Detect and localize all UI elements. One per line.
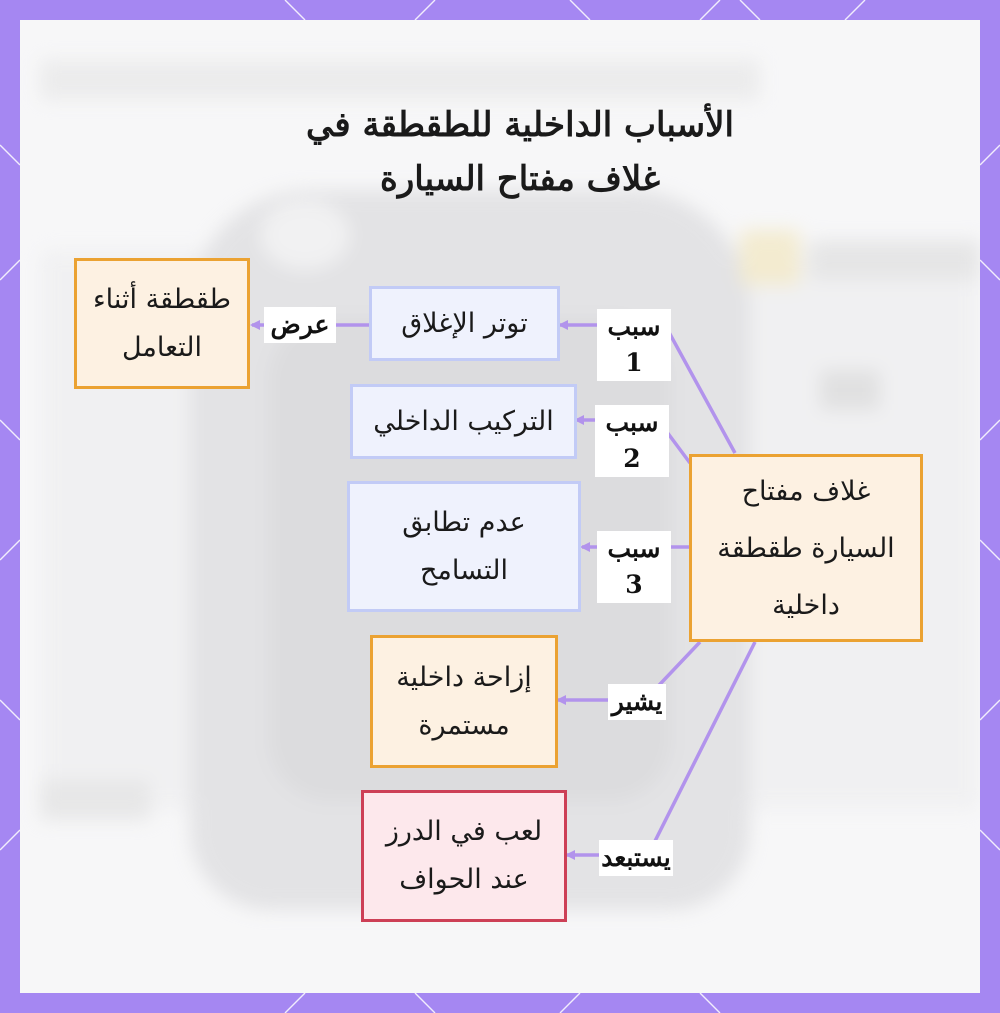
bg-shape xyxy=(740,230,800,285)
node-label: توتر الإغلاق xyxy=(401,307,528,339)
node-rattle-handling: طقطقة أثناء التعامل xyxy=(74,258,250,389)
edge-label-excludes: يستبعد xyxy=(599,840,673,876)
node-label: إزاحة داخلية مستمرة xyxy=(396,661,532,741)
bg-shape xyxy=(260,200,350,270)
node-continuous-shift: إزاحة داخلية مستمرة xyxy=(370,635,558,768)
bg-shape xyxy=(40,780,150,820)
node-label: لعب في الدرز عند الحواف xyxy=(385,816,543,895)
node-center-rattle: غلاف مفتاح السيارة طقطقة داخلية xyxy=(689,454,923,642)
edge-label-cause1: سبب 1 xyxy=(597,309,671,381)
node-label: طقطقة أثناء التعامل xyxy=(92,283,232,363)
node-label: غلاف مفتاح السيارة طقطقة داخلية xyxy=(717,475,895,621)
node-tolerance-mismatch: عدم تطابق التسامح xyxy=(347,481,581,612)
node-label: التركيب الداخلي xyxy=(373,405,554,437)
edge-label-indicates: يشير xyxy=(608,684,666,720)
diagram-title: الأسباب الداخلية للطقطقة في غلاف مفتاح ا… xyxy=(306,105,734,199)
edge-label-shows: عرض xyxy=(264,307,336,343)
bg-shape xyxy=(40,60,760,100)
bg-shape xyxy=(820,370,880,410)
node-closure-tension: توتر الإغلاق xyxy=(369,286,560,361)
diagram-canvas: الأسباب الداخلية للطقطقة في غلاف مفتاح ا… xyxy=(20,20,980,993)
node-drawer-play: لعب في الدرز عند الحواف xyxy=(361,790,567,922)
edge-label-cause2: سبب 2 xyxy=(595,405,669,477)
node-label: عدم تطابق التسامح xyxy=(402,506,526,586)
connector-excludes xyxy=(565,641,757,860)
bg-shape xyxy=(810,240,980,280)
edge-label-cause3: سبب 3 xyxy=(597,531,671,603)
node-internal-fit: التركيب الداخلي xyxy=(350,384,577,459)
